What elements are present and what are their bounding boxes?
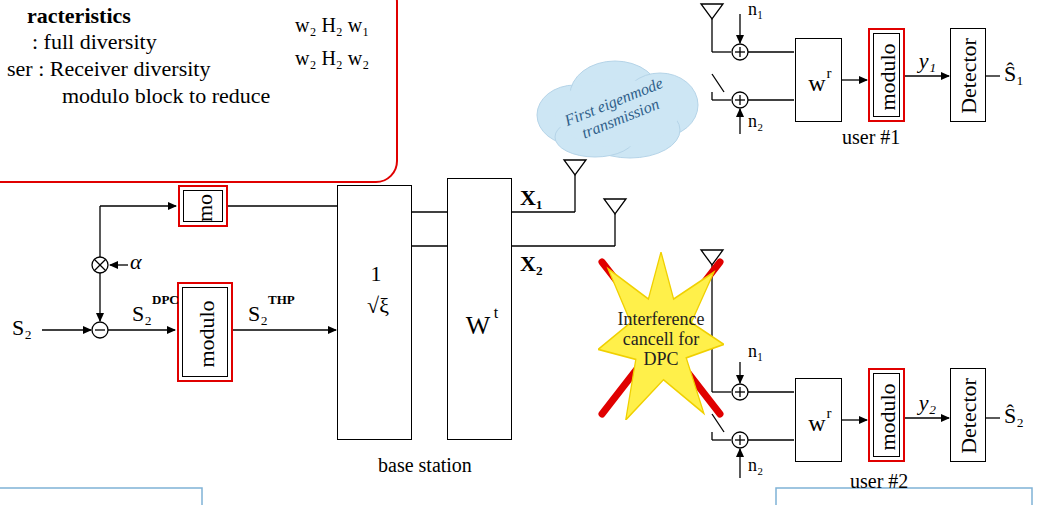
node-text: t [494,304,498,322]
noise-label: n₁ [748,0,763,20]
modulo-box: modulo [868,368,905,462]
output-label: Ŝ₂ [1004,404,1024,428]
signal-name: S₂ [248,302,268,326]
connector [412,245,447,246]
node-text: Interference cancell for DPC [613,310,709,369]
detector-box: Detector [950,28,986,122]
node-text: ser : Receiver diversity [7,57,210,81]
connector [233,329,336,330]
connector [412,211,447,212]
star-callout: Interference cancell for DPC [598,252,724,420]
modulo-box: mo [178,185,228,227]
connector [842,79,867,80]
node-text: w [808,70,825,96]
node-text: Detector [957,38,981,114]
signal-name: S₂ [12,316,32,340]
formula-text: w₂ H₂ w₁ [295,14,369,36]
node-text: r [827,405,832,422]
signal-name: S₂ [132,302,152,326]
receive-filter-box: wr [795,38,842,122]
edge-label: y₂ [919,391,936,415]
noise-label: n₂ [748,456,763,476]
scaling-box: 1 √ξ [337,185,412,440]
edge-label: y₁ [919,49,936,73]
user-caption: user #1 [842,126,900,148]
precoder-box: Wt [447,178,512,440]
node-text: modulo [195,300,219,367]
user-caption: user #2 [850,470,908,492]
cloud-callout: First eigenmode transmission [535,55,700,160]
signal-name: X₂ [520,252,542,276]
noise-label: n₁ [748,342,763,362]
user2-wires [701,250,1000,478]
modulo-box: modulo [868,28,905,122]
node-text: modulo [876,383,900,450]
connector [228,205,337,206]
node-text: √ξ [367,294,389,318]
block-caption: base station [378,454,472,476]
node-text: r [827,65,832,82]
modulo-box: modulo [177,282,233,382]
noise-label: n₂ [748,112,763,132]
node-text: Detector [957,378,981,454]
node-text: 1 [371,262,382,286]
connector [905,417,949,418]
connector [842,419,867,420]
node-text: : full diversity [32,30,157,54]
output-label: Ŝ₁ [1004,62,1024,86]
node-text: modulo [876,43,900,110]
connector [905,75,949,76]
signal-superscript: THP [268,293,295,307]
node-text: racteristics [27,4,131,28]
formula-text: w₂ H₂ w₂ [295,47,369,69]
signal-name: X₁ [520,186,542,210]
symbol-label: α [130,250,142,274]
node-text: mo [193,194,217,222]
node-text: modulo block to reduce [62,84,270,108]
signal-superscript: DPC [152,293,179,307]
node-text: w [808,410,825,436]
receive-filter-box: wr [795,378,842,462]
detector-box: Detector [950,368,986,462]
node-text: W [466,312,491,341]
user1-wires [701,4,1000,134]
